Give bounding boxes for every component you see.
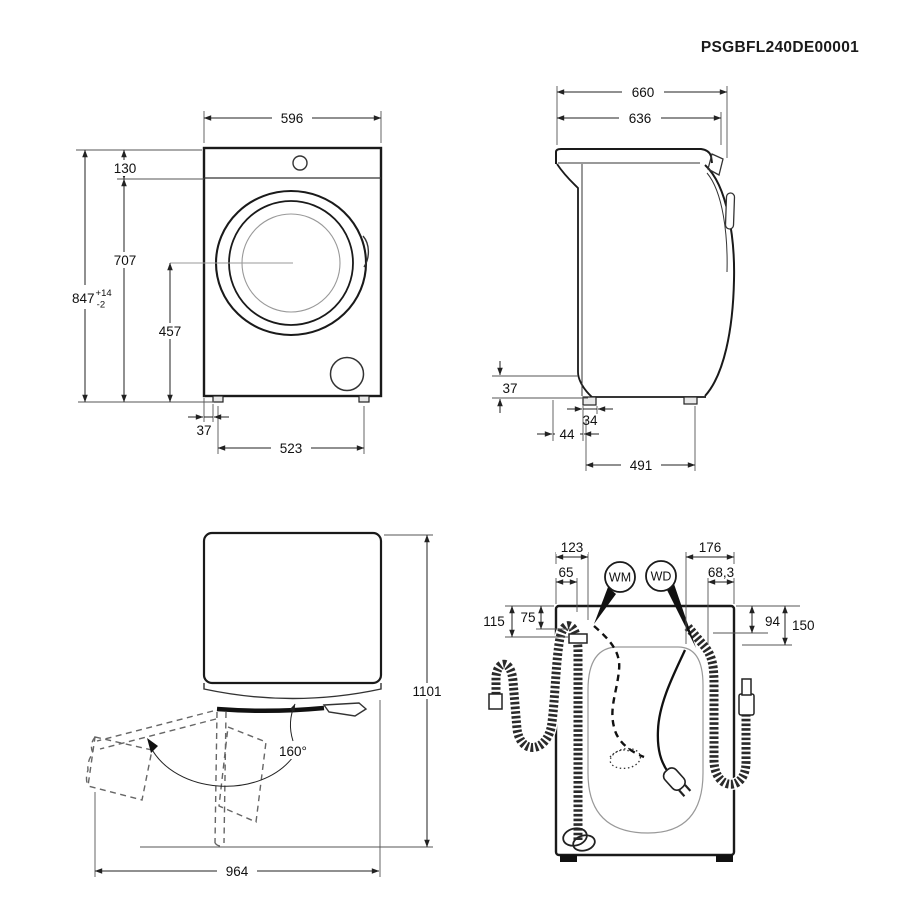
dim-drain-drop: 115 [483, 614, 505, 629]
dim-depth-door-open: 1101 [412, 684, 441, 699]
side-machine-outline [555, 148, 736, 406]
side-rear-foot [582, 396, 597, 406]
dim-wm-drop: 75 [520, 610, 535, 625]
wd-balloon: WD [645, 560, 696, 648]
dim-side-rear-clearance: 37 [502, 381, 517, 396]
top-extension-lines [94, 534, 433, 877]
program-knob [292, 155, 308, 171]
document-code: PSGBFL240DE00001 [701, 39, 859, 56]
rear-panel-inset [587, 646, 704, 834]
front-left-foot [212, 395, 224, 403]
drain-filter-cap [329, 356, 365, 392]
rear-dimension-lines [509, 554, 788, 646]
dim-side-total-depth: 660 [632, 85, 655, 100]
drain-hose-clamp [568, 633, 588, 644]
side-extension-lines [492, 86, 728, 471]
door-opening-view: 1101 160° 964 [85, 531, 450, 879]
rear-view: WM WD [483, 540, 815, 862]
dim-inlet-drop: 150 [792, 618, 815, 633]
wd-label: WD [651, 570, 672, 584]
dim-front-panel-height: 130 [114, 161, 137, 176]
inlet-hose-cap [741, 678, 752, 696]
rear-right-foot [716, 855, 733, 862]
front-right-foot [358, 395, 370, 403]
power-plug [662, 767, 692, 797]
drain-hose-end [488, 693, 503, 710]
side-panel-edge [707, 153, 724, 176]
dim-side-body-depth: 636 [629, 111, 652, 126]
dim-side-feet-spacing: 491 [630, 458, 653, 473]
hose-coil-scribble [609, 747, 642, 770]
dim-wd-from-right: 68,3 [708, 565, 734, 580]
dim-front-feet-spacing: 523 [280, 441, 303, 456]
power-cord [656, 649, 692, 797]
side-dimension-lines [497, 89, 728, 468]
door-latch [322, 702, 368, 717]
dim-wd-drop: 94 [765, 614, 781, 629]
side-front-foot [683, 396, 698, 405]
front-machine-outline [202, 146, 383, 403]
inlet-hose-connector [738, 693, 755, 716]
front-edge [216, 705, 325, 714]
door-handle [724, 192, 736, 230]
dim-side-rear-foot-offset: 44 [559, 427, 575, 442]
side-view: 660 636 37 34 44 491 [492, 84, 736, 473]
dim-front-foot-offset: 37 [196, 423, 211, 438]
wd-inlet-hose [683, 623, 755, 790]
drain-hose-holder [562, 827, 596, 852]
wm-inlet-hose-dashed [593, 625, 645, 770]
wm-label: WM [609, 571, 631, 585]
front-view: 596 847+14-2 130 707 457 37 523 [70, 110, 383, 456]
dim-wm-from-left: 123 [561, 540, 584, 555]
dim-front-width: 596 [281, 111, 304, 126]
open-door-positions [85, 710, 267, 847]
dim-front-body-height: 707 [114, 253, 137, 268]
dim-width-door-open: 964 [226, 864, 249, 879]
top-dimension-lines [94, 534, 430, 874]
dim-cord-from-right: 176 [699, 540, 722, 555]
side-door-profile [704, 164, 736, 397]
dim-door-angle: 160° [279, 744, 307, 759]
drain-hose [488, 620, 596, 852]
dim-side-foot-width: 34 [582, 413, 598, 428]
dim-drain-from-left: 65 [558, 565, 573, 580]
top-machine-outline [202, 531, 383, 717]
rear-left-foot [560, 855, 577, 862]
wm-balloon: WM [594, 561, 636, 624]
dim-front-total-height: 847+14-2 [72, 288, 112, 311]
opening-angle-arc [147, 703, 296, 787]
front-extension-lines [76, 111, 382, 454]
dim-front-door-center: 457 [159, 324, 182, 339]
